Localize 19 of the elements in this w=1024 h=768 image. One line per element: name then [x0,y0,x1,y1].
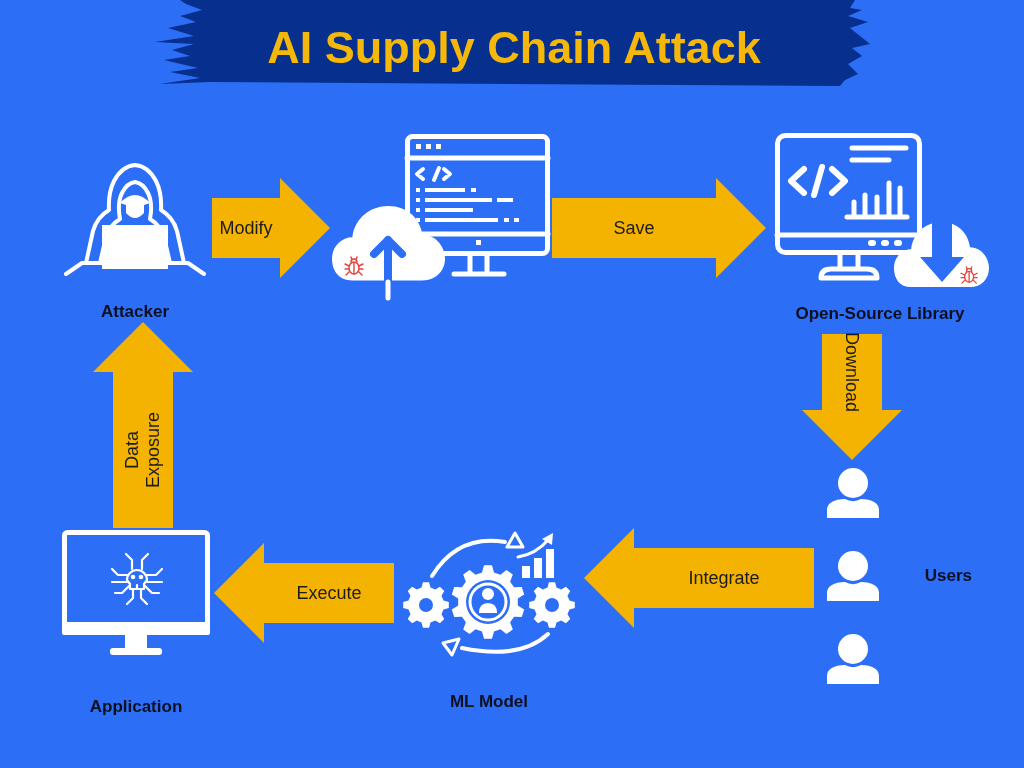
edge-label: Save [613,217,655,239]
block-arrow [552,178,766,278]
block-arrow [802,334,902,460]
block-arrow [214,543,394,643]
block-arrow [93,322,193,528]
block-arrow [212,178,330,278]
node-label: Attacker [100,301,169,322]
node-label: Application [89,696,183,717]
title: AI Supply Chain Attack [267,25,761,70]
edge-label: Modify [219,217,273,239]
node-label: Users [924,565,972,587]
edge-label: Integrate [688,567,760,589]
edge-label: Download [841,331,863,413]
block-arrow [584,528,814,628]
edge-label: Data Exposure [122,412,164,488]
edge-label: Execute [296,582,362,604]
monitor-cloud-upload-icon [330,132,552,302]
node-label: Open-Source Library [795,303,965,324]
node-label: ML Model [449,691,529,712]
